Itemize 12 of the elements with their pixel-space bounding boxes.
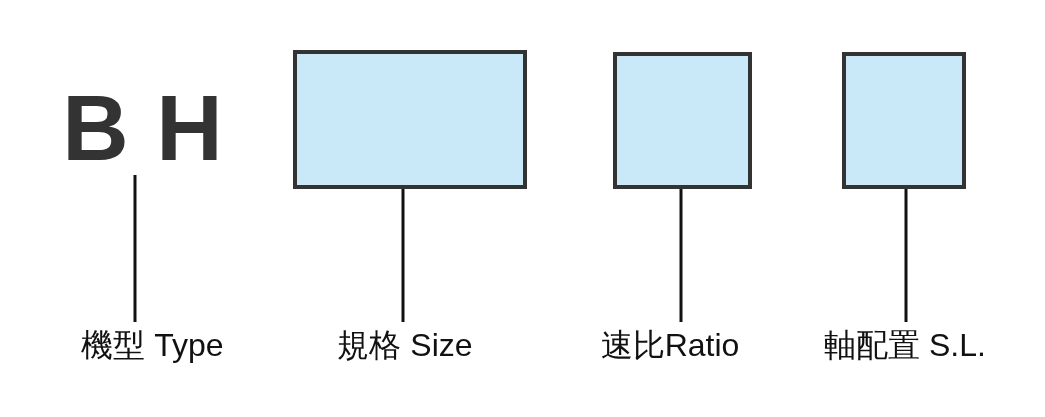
blank-box	[613, 52, 752, 189]
leader-line	[904, 189, 908, 322]
model-code: BH	[55, 80, 230, 175]
leader-line	[679, 189, 683, 322]
blank-box	[842, 52, 966, 189]
leader-line	[401, 189, 405, 322]
field-label: 機型 Type	[40, 322, 265, 368]
blank-box	[293, 50, 527, 189]
field-label: 軸配置 S.L.	[790, 322, 1020, 368]
leader-line	[133, 175, 137, 322]
field-label: 規格 Size	[300, 322, 510, 368]
field-label: 速比Ratio	[570, 322, 770, 368]
